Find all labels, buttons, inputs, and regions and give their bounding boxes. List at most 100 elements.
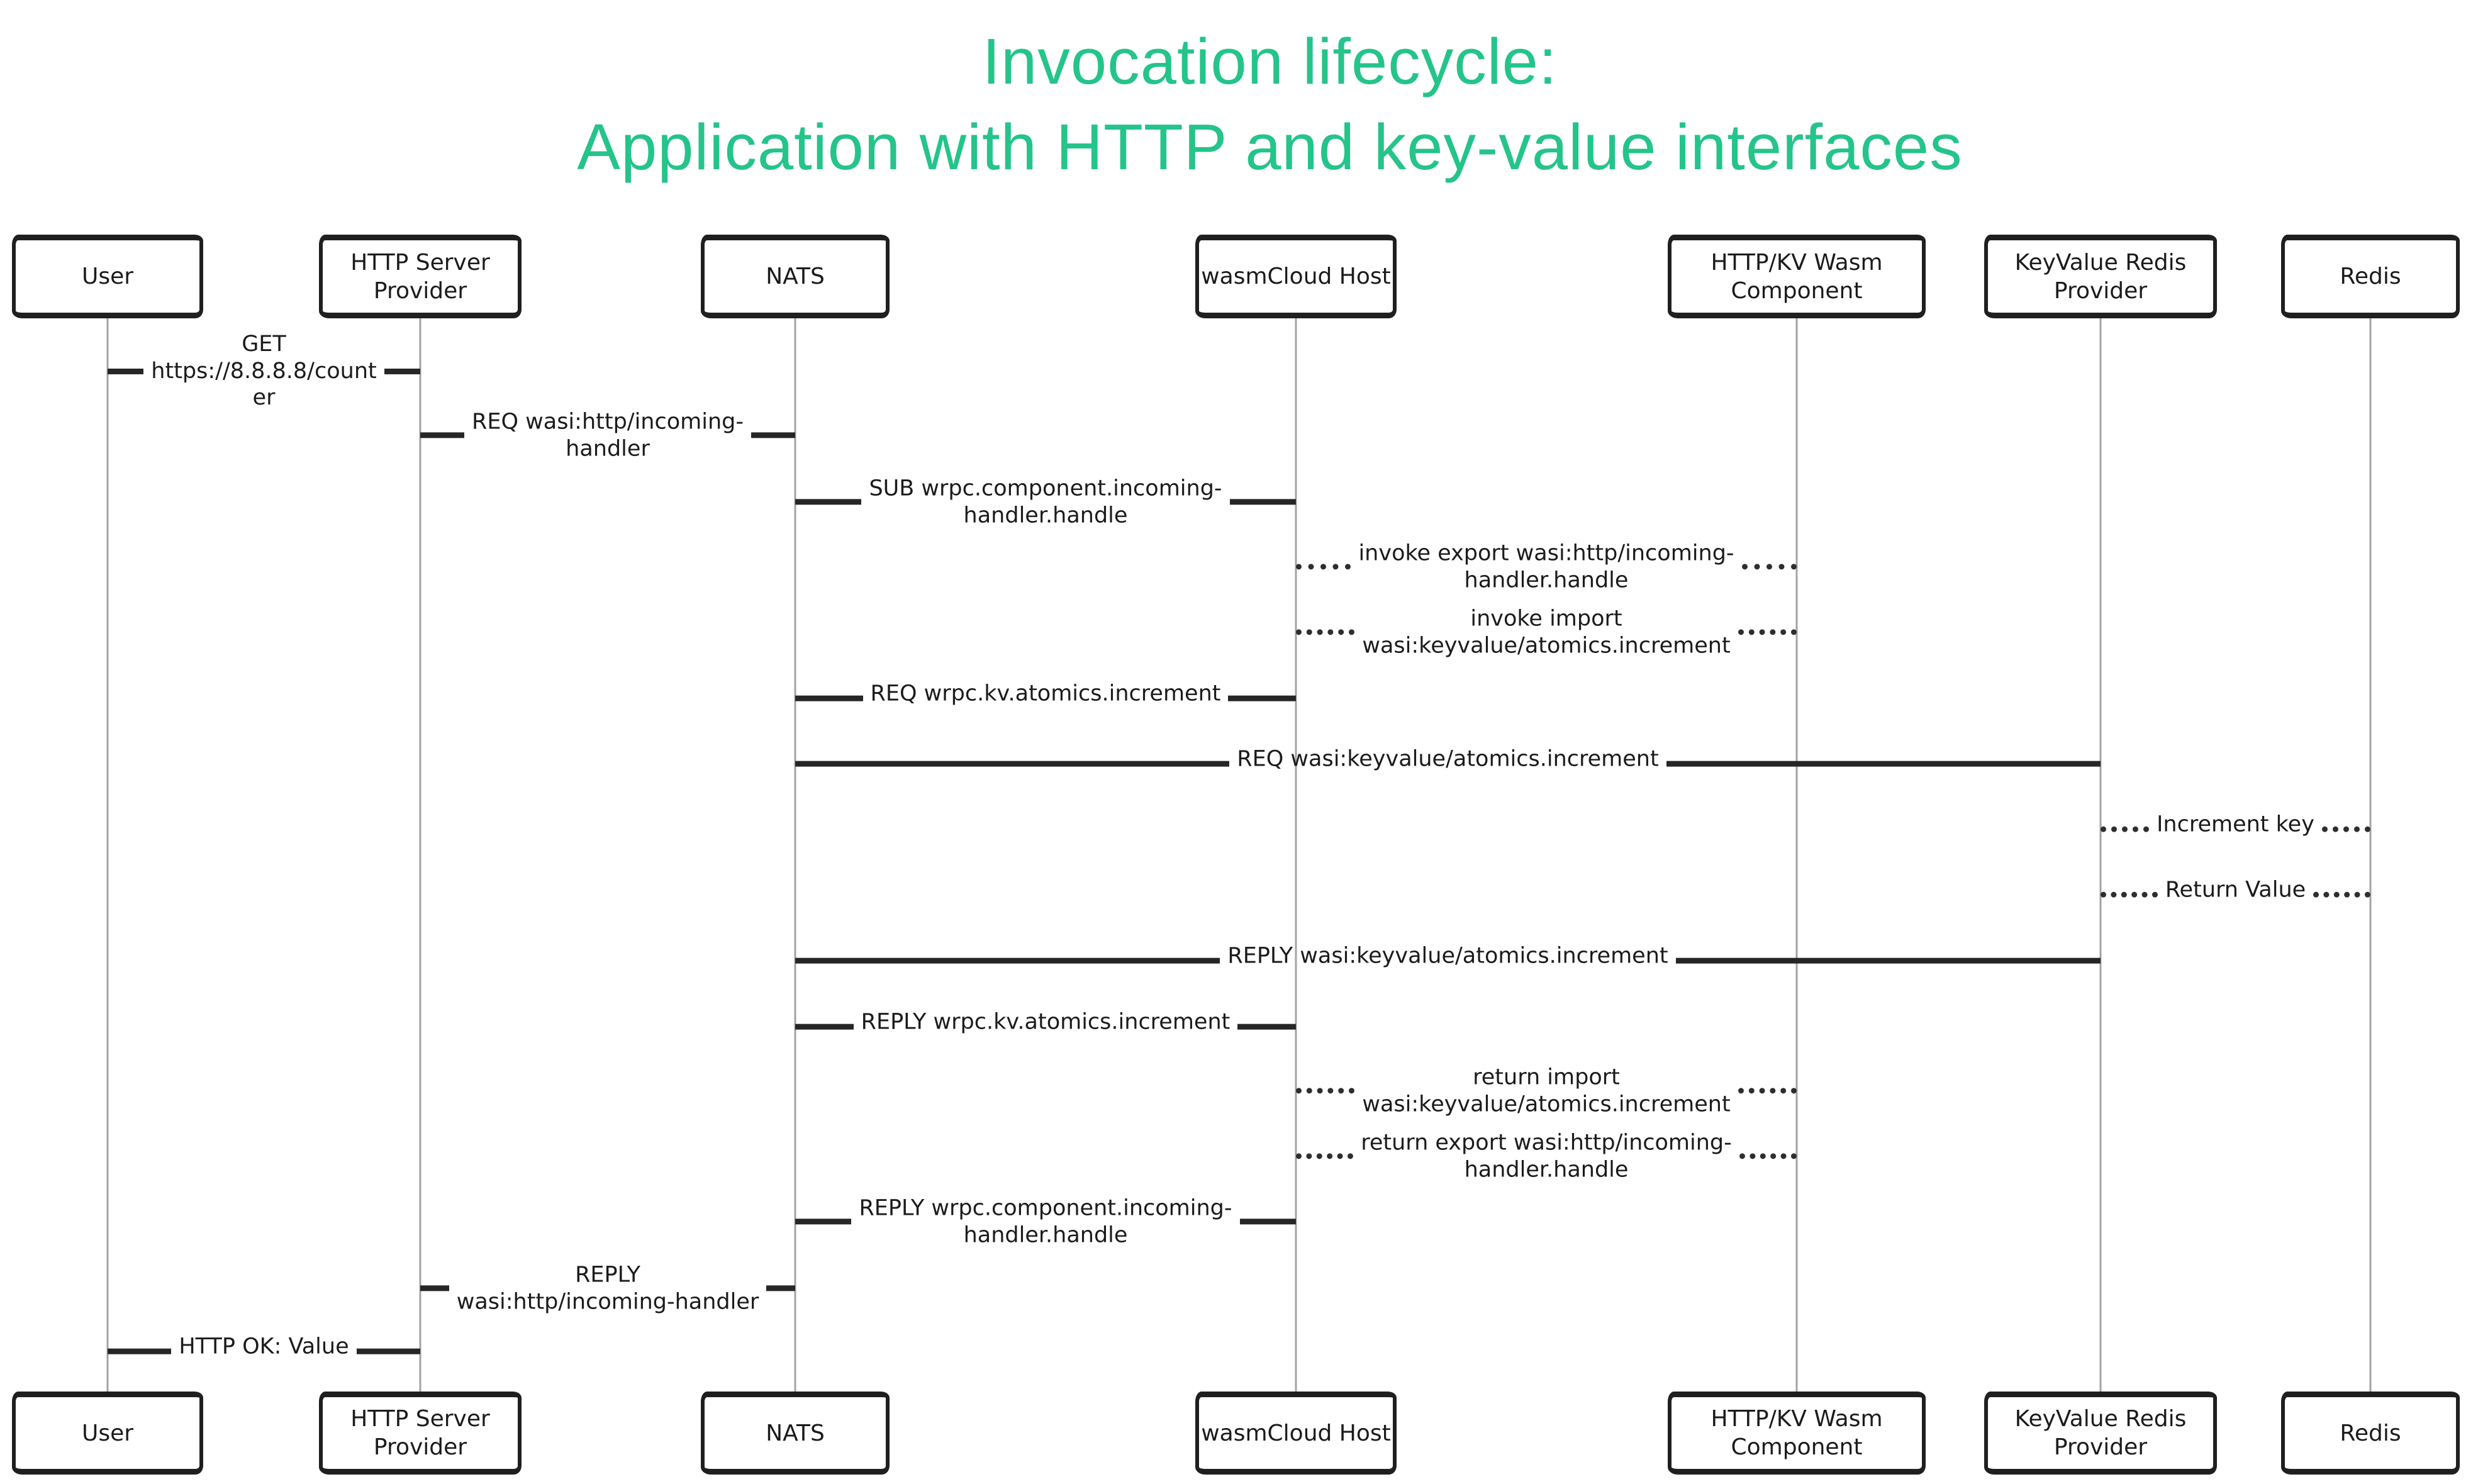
msg-return-value: Return Value: [2101, 878, 2371, 908]
message-label: GET https://8.8.8.8/count er: [151, 331, 377, 411]
actor-bottom-user: User: [12, 1392, 203, 1475]
msg-reply-wasi-http-incoming-handler: REPLY wasi:http/incoming-handler: [420, 1261, 795, 1315]
message-label: Return Value: [2165, 877, 2306, 903]
message-line: [795, 957, 1220, 964]
message-label: Increment key: [2157, 812, 2314, 837]
lifeline-user: [106, 318, 109, 1392]
msg-reply-wasi-keyvalue-atomics-increment: REPLY wasi:keyvalue/atomics.increment: [795, 944, 2101, 974]
actor-bottom-nats: NATS: [701, 1392, 890, 1475]
message-label: SUB wrpc.component.incoming- handler.han…: [869, 476, 1222, 528]
message-line: [1296, 1153, 1354, 1159]
message-line: [2101, 891, 2158, 898]
message-line: [420, 1285, 449, 1292]
message-label: REPLY wasi:http/incoming-handler: [456, 1262, 759, 1314]
actor-bottom-wasmcloud-host: wasmCloud Host: [1195, 1392, 1397, 1475]
msg-reply-wrpc-component-incoming-handler-handle: REPLY wrpc.component.incoming- handler.h…: [795, 1195, 1297, 1248]
actor-top-nats: NATS: [701, 235, 890, 318]
lifeline-keyvalue-redis-provider: [2099, 318, 2102, 1392]
message-label: return export wasi:http/incoming- handle…: [1361, 1130, 1732, 1182]
actor-top-http-server-provider: HTTP Server Provider: [319, 235, 522, 318]
actor-label: HTTP Server Provider: [350, 1406, 490, 1460]
message-label: REQ wasi:keyvalue/atomics.increment: [1237, 746, 1659, 772]
actor-label: NATS: [766, 1420, 825, 1446]
actor-bottom-keyvalue-redis-provider: KeyValue Redis Provider: [1984, 1392, 2217, 1475]
lifeline-http-kv-wasm-component: [1795, 318, 1798, 1392]
msg-invoke-export-wasi-http-incoming-handler-handle: invoke export wasi:http/incoming- handle…: [1296, 540, 1797, 593]
actor-top-wasmcloud-host: wasmCloud Host: [1195, 235, 1397, 318]
actor-top-redis: Redis: [2281, 235, 2460, 318]
message-line: [1675, 957, 2101, 964]
message-line: [795, 1024, 854, 1030]
msg-reply-wrpc-kv-atomics-increment: REPLY wrpc.kv.atomics.increment: [795, 1010, 1297, 1040]
msg-req-wrpc-kv-atomics-increment: REQ wrpc.kv.atomics.increment: [795, 681, 1297, 712]
message-line: [795, 499, 862, 505]
msg-sub-wrpc-component-incoming-handler-handle: SUB wrpc.component.incoming- handler.han…: [795, 475, 1296, 528]
message-label: REPLY wrpc.kv.atomics.increment: [861, 1009, 1231, 1035]
message-label: REPLY wasi:keyvalue/atomics.increment: [1227, 943, 1668, 969]
message-label: return import wasi:keyvalue/atomics.incr…: [1362, 1064, 1731, 1117]
message-line: [420, 432, 465, 438]
msg-req-wasi-keyvalue-atomics-increment: REQ wasi:keyvalue/atomics.increment: [795, 747, 2101, 778]
message-label: REQ wrpc.kv.atomics.increment: [870, 681, 1221, 706]
actor-label: Redis: [2340, 264, 2401, 289]
actor-label: KeyValue Redis Provider: [2014, 249, 2187, 304]
message-line: [1738, 629, 1797, 635]
msg-http-ok-value: HTTP OK: Value: [108, 1334, 421, 1365]
message-line: [1296, 1088, 1355, 1094]
message-line: [2313, 891, 2371, 898]
msg-return-import-wasi-keyvalue-atomics-increment: return import wasi:keyvalue/atomics.incr…: [1296, 1064, 1797, 1117]
message-line: [356, 1348, 421, 1354]
message-line: [108, 1348, 172, 1354]
actor-label: wasmCloud Host: [1201, 1420, 1391, 1446]
message-line: [1738, 1088, 1797, 1094]
message-label: HTTP OK: Value: [179, 1334, 349, 1359]
actor-label: NATS: [766, 264, 825, 289]
message-line: [1741, 564, 1797, 570]
actor-label: HTTP/KV Wasm Component: [1711, 1406, 1883, 1460]
actor-label: HTTP/KV Wasm Component: [1711, 249, 1883, 304]
msg-req-wasi-http-incoming-handler: REQ wasi:http/incoming- handler: [420, 408, 796, 462]
message-label: REPLY wrpc.component.incoming- handler.h…: [859, 1195, 1232, 1247]
msg-increment-key: Increment key: [2101, 812, 2371, 843]
message-line: [2101, 826, 2150, 832]
message-label: invoke import wasi:keyvalue/atomics.incr…: [1362, 606, 1731, 658]
message-line: [1228, 695, 1297, 701]
actor-top-user: User: [12, 235, 203, 318]
msg-invoke-import-wasi-keyvalue-atomics-increment: invoke import wasi:keyvalue/atomics.incr…: [1296, 605, 1797, 659]
actor-label: HTTP Server Provider: [350, 249, 490, 304]
message-line: [751, 432, 796, 438]
lifeline-http-server-provider: [419, 318, 421, 1392]
message-line: [2321, 826, 2371, 832]
message-line: [766, 1285, 795, 1292]
message-line: [795, 1219, 852, 1225]
actor-label: KeyValue Redis Provider: [2014, 1406, 2187, 1460]
msg-return-export-wasi-http-incoming-handler-handle: return export wasi:http/incoming- handle…: [1296, 1129, 1797, 1183]
message-line: [795, 695, 863, 701]
lifeline-nats: [794, 318, 796, 1392]
message-line: [108, 368, 144, 374]
message-line: [1666, 761, 2101, 767]
actor-top-keyvalue-redis-provider: KeyValue Redis Provider: [1984, 235, 2217, 318]
msg-get-request: GET https://8.8.8.8/count er: [108, 331, 421, 411]
message-line: [1296, 564, 1351, 570]
lifeline-wasmcloud-host: [1295, 318, 1297, 1392]
message-line: [384, 368, 421, 374]
message-label: invoke export wasi:http/incoming- handle…: [1358, 540, 1734, 593]
actor-label: User: [81, 264, 134, 289]
message-line: [1237, 1024, 1297, 1030]
message-line: [1239, 1219, 1297, 1225]
message-line: [795, 761, 1230, 767]
diagram-title-line1: Invocation lifecycle:: [982, 25, 1558, 98]
actor-top-http-kv-wasm-component: HTTP/KV Wasm Component: [1668, 235, 1926, 318]
actor-label: User: [81, 1420, 134, 1446]
actor-bottom-http-kv-wasm-component: HTTP/KV Wasm Component: [1668, 1392, 1926, 1475]
actor-bottom-http-server-provider: HTTP Server Provider: [319, 1392, 522, 1475]
message-label: REQ wasi:http/incoming- handler: [472, 409, 744, 461]
actor-bottom-redis: Redis: [2281, 1392, 2460, 1475]
message-line: [1739, 1153, 1797, 1159]
message-line: [1296, 629, 1355, 635]
actor-label: wasmCloud Host: [1201, 264, 1391, 289]
diagram-title-line2: Application with HTTP and key-value inte…: [577, 110, 1963, 183]
diagram-title: Invocation lifecycle: Application with H…: [31, 19, 2478, 190]
